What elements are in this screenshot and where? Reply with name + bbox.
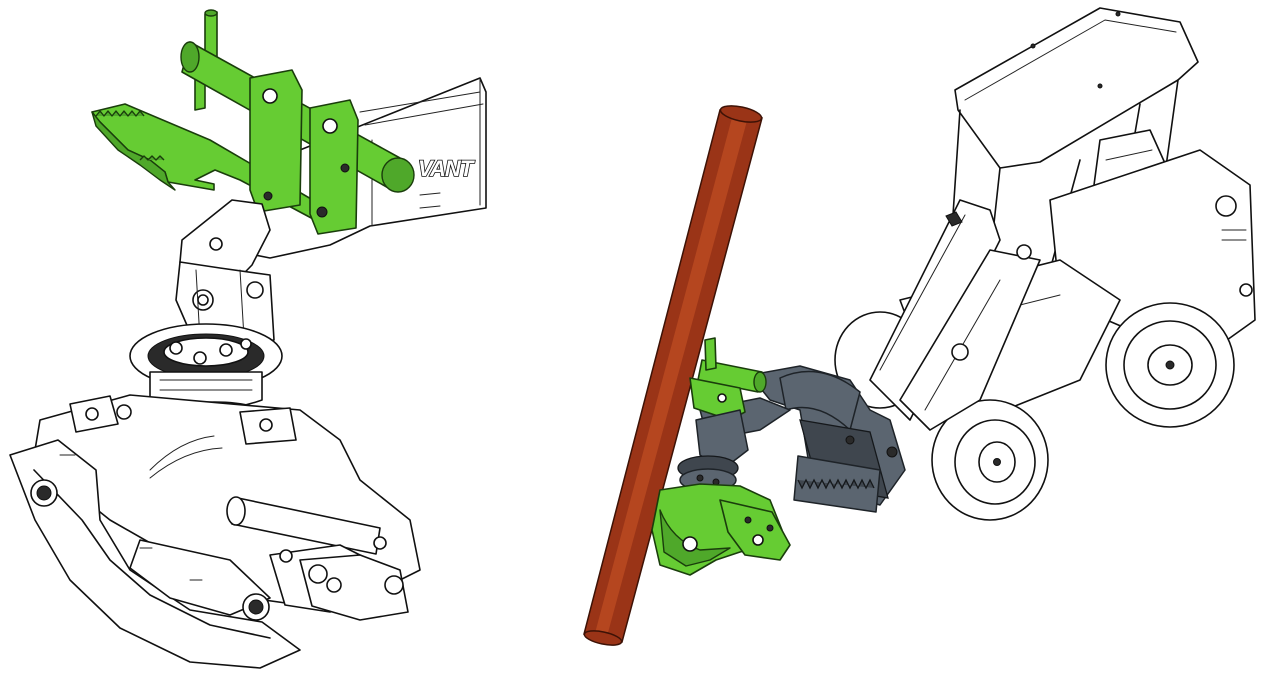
green-attachment-right [651,337,791,576]
grey-attachment-frame [699,365,906,513]
rotator-link [175,199,275,347]
left-closeup-view: VANT [9,9,487,669]
front-wheel [931,399,1049,521]
grapple-body [9,394,421,669]
green-attachment-coupler [91,9,415,235]
pole [583,105,763,646]
right-overview-view [583,7,1256,646]
brand-label: VANT [418,156,475,181]
rear-wheel [1105,302,1235,428]
compact-loader [834,7,1256,521]
